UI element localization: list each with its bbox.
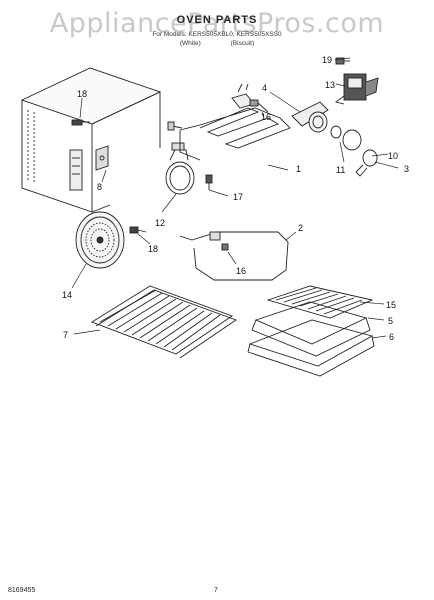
broil-element: [179, 231, 289, 281]
model-line: For Models: KERS505XBL0, KERS505XSS0: [152, 31, 282, 38]
callout-18-top: 18: [77, 89, 87, 99]
oven-cavity: [20, 67, 162, 213]
broiler-grid: [266, 285, 374, 319]
callout-19: 19: [322, 55, 332, 65]
callout-8: 8: [97, 182, 102, 192]
callout-14: 14: [62, 290, 72, 300]
screw-19: [335, 57, 350, 65]
callout-12: 12: [155, 218, 165, 228]
oven-light-assembly: [291, 101, 378, 177]
color-biscuit: (Biscuit): [230, 40, 255, 47]
callout-10: 10: [388, 151, 398, 161]
fan-cover: [75, 211, 125, 269]
page-number: 7: [214, 587, 218, 594]
callout-6: 6: [389, 332, 394, 342]
callout-11: 11: [336, 165, 345, 175]
callout-labels: 19 13 4 18 16 1 10 11 3 8 17 12 2 18 16 …: [62, 55, 409, 342]
page-title: OVEN PARTS: [176, 14, 258, 26]
callout-16-lower: 16: [236, 266, 246, 276]
watermark: AppliancePartsPros.com: [49, 8, 385, 39]
callout-16-top: 16: [261, 112, 271, 122]
callout-3: 3: [404, 164, 409, 174]
callout-15: 15: [386, 300, 396, 310]
thermostat-switch: [334, 73, 379, 105]
callout-7: 7: [63, 330, 68, 340]
convection-heater-bracket: [231, 83, 269, 113]
screw-18-top: [71, 119, 90, 126]
callout-4: 4: [262, 83, 267, 93]
color-line: (White) (Biscuit): [0, 40, 434, 47]
callout-2: 2: [298, 223, 303, 233]
screw-17: [205, 174, 213, 190]
screw-18-lower: [129, 226, 147, 234]
broiler-pan: [247, 301, 375, 377]
document-number: 8169455: [8, 587, 36, 594]
oven-rack: [90, 285, 237, 359]
leader-lines: [71, 57, 399, 339]
bake-element: [167, 107, 291, 161]
callout-17: 17: [233, 192, 243, 202]
callout-13: 13: [325, 80, 335, 90]
callout-5: 5: [388, 316, 393, 326]
callout-1: 1: [296, 164, 301, 174]
color-white: (White): [179, 40, 201, 47]
callout-18-lower: 18: [148, 244, 158, 254]
